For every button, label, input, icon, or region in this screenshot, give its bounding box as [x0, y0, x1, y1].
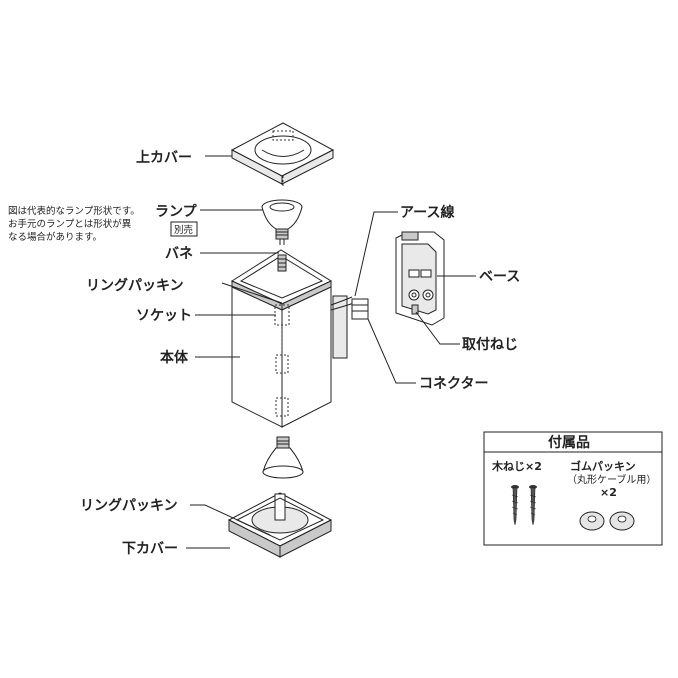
label-earth-wire: アース線 [400, 204, 454, 221]
label-wood-screw: 木ねじ×2 [491, 459, 542, 473]
wood-screw-icon-2 [529, 485, 537, 526]
note-line-1: 図は代表的なランプ形状です。 [8, 205, 140, 217]
leader-lines [186, 155, 476, 549]
label-lamp: ランプ [155, 204, 198, 220]
sold-separately-box [170, 221, 198, 237]
connector-part [330, 296, 369, 320]
label-sold-separately: 別売 [174, 224, 193, 236]
label-spring: バネ [165, 246, 193, 262]
label-rubber-packing-qty: ×2 [600, 486, 617, 499]
label-body: 本体 [160, 349, 189, 366]
label-socket: ソケット [136, 308, 192, 324]
top-cover-part [230, 122, 335, 186]
base-part [395, 231, 445, 326]
label-ring-packing-top: リングパッキン [86, 277, 184, 294]
label-connector: コネクター [419, 376, 488, 392]
note-line-3: なる場合があります。 [8, 231, 102, 243]
label-base: ベース [479, 269, 520, 285]
accessories-title: 付属品 [548, 434, 590, 451]
main-body-part [230, 249, 348, 428]
note-line-2: お手元のランプとは形状が異 [8, 218, 132, 230]
label-ring-packing-bottom: リングパッキン [80, 497, 178, 514]
bottom-lamp-part [262, 436, 304, 479]
label-top-cover: 上カバー [136, 150, 192, 166]
bottom-cover-part [227, 492, 333, 558]
rubber-packing-icon-2 [609, 511, 635, 531]
accessories-box: 付属品 木ねじ×2 ゴムパッキン （丸形ケーブル用） ×2 [483, 431, 663, 546]
label-mounting-screw: 取付ねじ [462, 336, 518, 353]
rubber-packing-icon [579, 511, 605, 531]
label-rubber-packing-sub: （丸形ケーブル用） [567, 473, 656, 486]
lamp-part [261, 199, 303, 245]
label-bottom-cover: 下カバー [122, 541, 178, 557]
wood-screw-icon [511, 485, 519, 526]
label-rubber-packing: ゴムパッキン [570, 459, 636, 473]
